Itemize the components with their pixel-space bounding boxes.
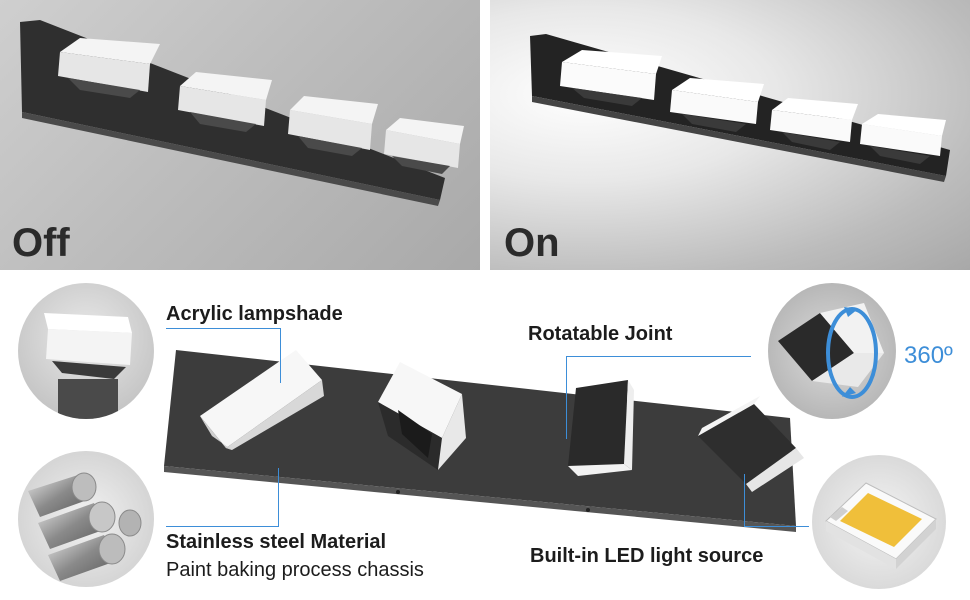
fixture-detail-illustration [164,350,804,532]
led-leader [744,474,809,527]
shade-1 [200,350,322,448]
material-callout-title: Stainless steel Material [166,531,387,553]
lamp-off-photo: Off [0,0,480,270]
rotate-360-icon [778,303,884,399]
lampshade-leader [166,328,281,383]
joint-callout: Rotatable Joint [528,323,673,345]
led-callout: Built-in LED light source [530,545,764,567]
shade-4 [698,404,796,484]
lampshade-callout: Acrylic lampshade [166,303,343,325]
shade-3 [568,380,628,466]
led-closeup [812,455,946,589]
lamp-off-illustration [20,20,464,206]
lampshade-closeup [18,283,154,419]
material-leader [166,468,279,527]
material-callout-subtitle: Paint baking process chassis [166,559,424,581]
lamp-on-illustration [530,34,950,182]
steel-rods-closeup [18,451,154,587]
lampshade-closeup-icon [44,313,132,419]
rotation-label: 360º [904,342,953,369]
steel-rods-icon [28,472,142,581]
off-label: Off [12,221,70,265]
led-chip-icon [825,482,937,569]
joint-leader [566,356,751,439]
lamp-on-photo: On [490,0,970,270]
on-label: On [504,221,560,265]
shade-2 [378,362,462,438]
joint-closeup [768,283,896,419]
